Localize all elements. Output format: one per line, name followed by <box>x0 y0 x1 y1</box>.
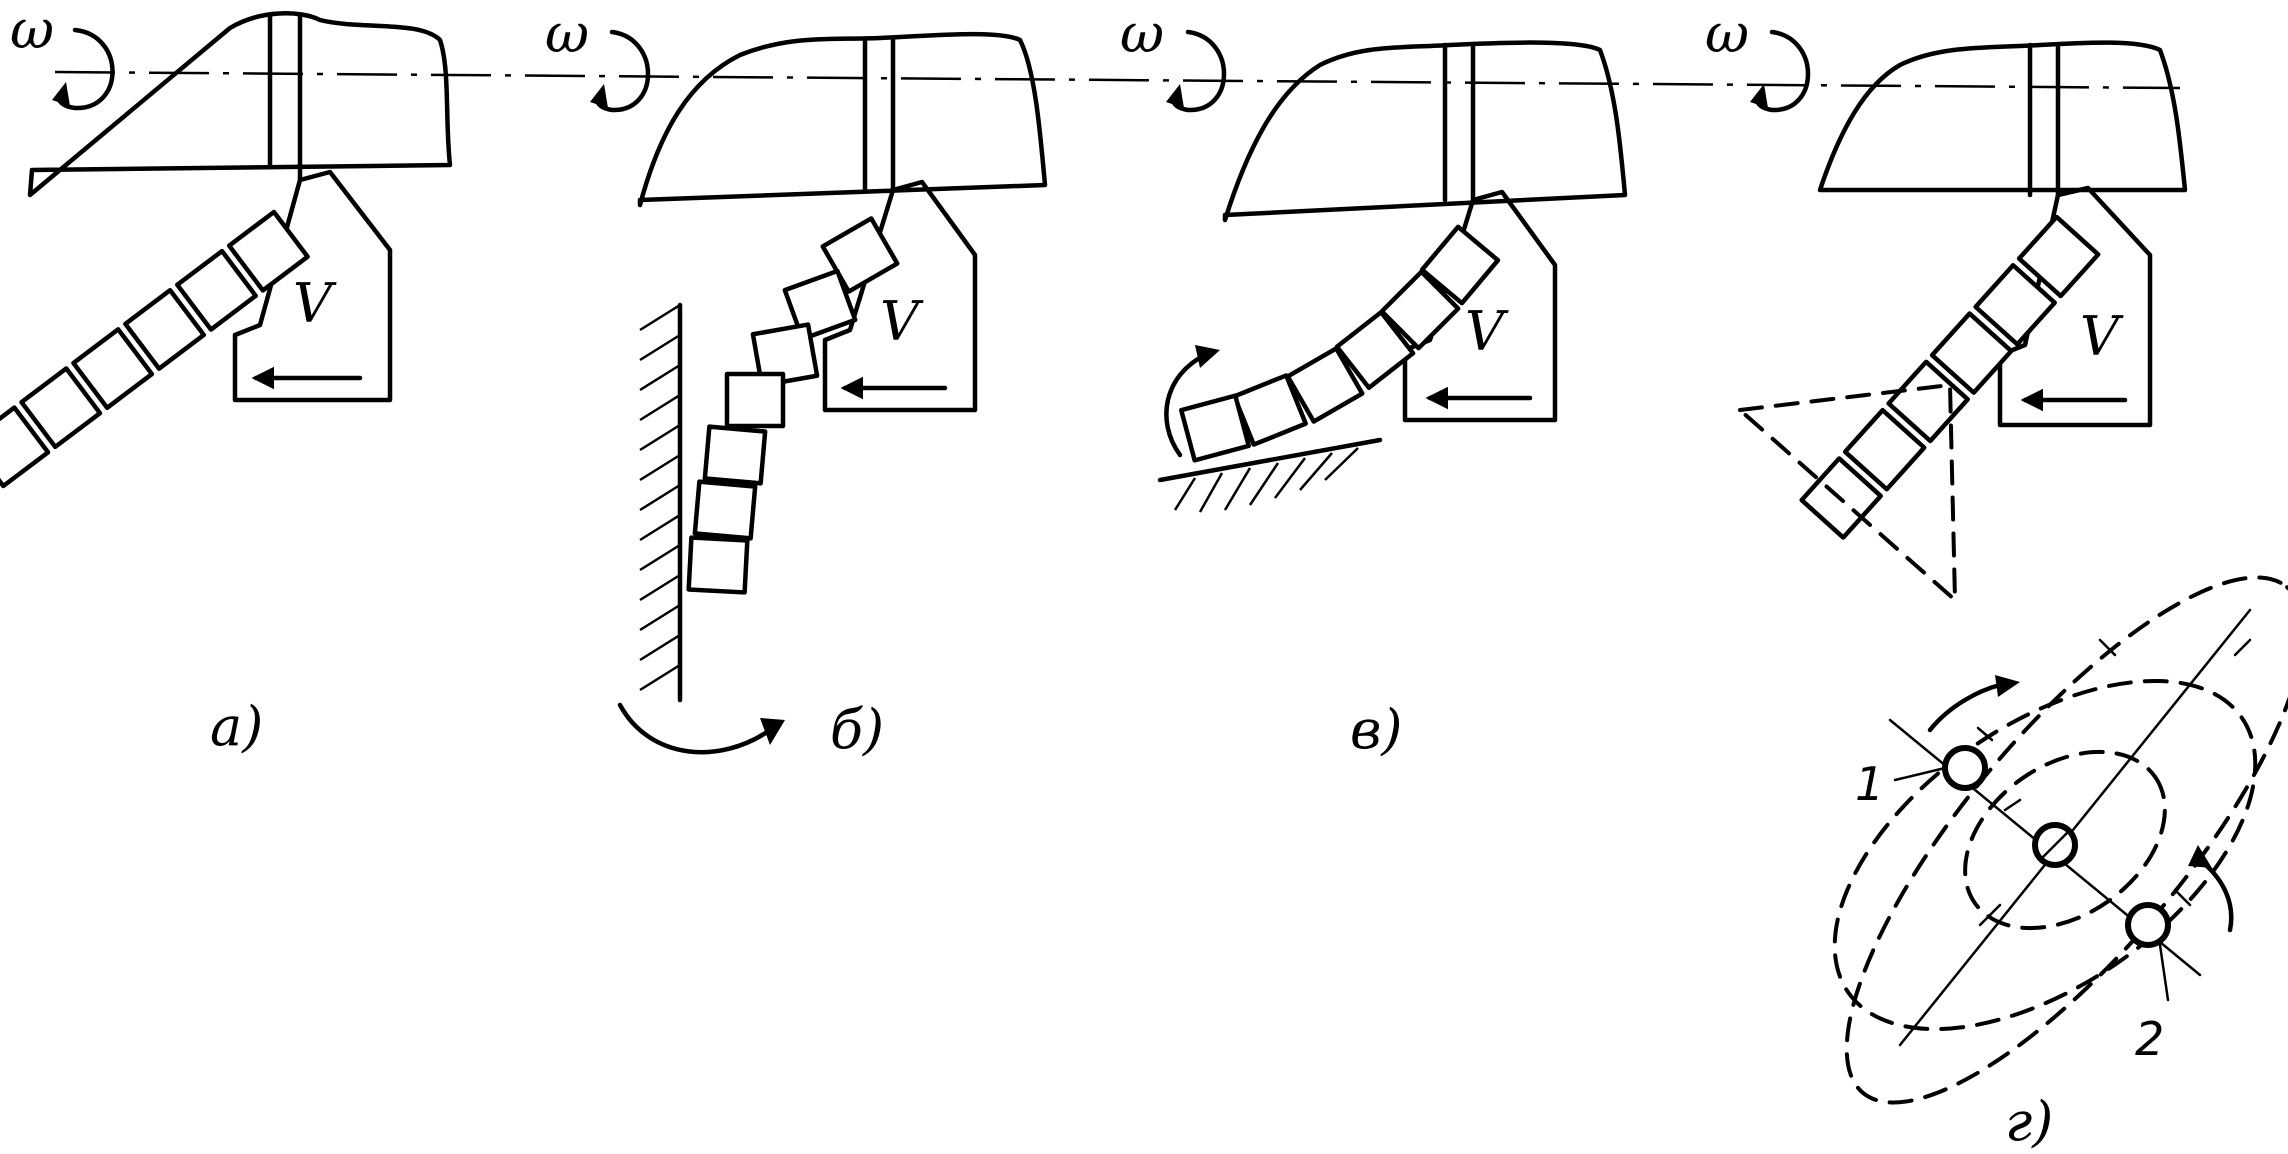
obstacle-hatching <box>639 303 681 692</box>
workpiece-shape <box>27 11 453 198</box>
chip-segment <box>1973 262 2057 347</box>
point-1-label: 1 <box>1855 757 1884 811</box>
chip-segment <box>1379 269 1461 351</box>
chip-segment <box>724 371 786 429</box>
inner-dashed-ellipse <box>1963 749 2167 931</box>
caption-a: а) <box>210 695 263 758</box>
outer-dashed-ellipse <box>1844 575 2288 1105</box>
chip-broken-surface <box>1178 224 1501 463</box>
rotation-arrowhead-lower-icon <box>2188 845 2212 868</box>
panel-a: ω V а) <box>0 0 453 758</box>
cutting-tool <box>1997 185 2153 428</box>
chip-segment <box>175 248 258 332</box>
rotation-detail-inset: 1 2 <box>1832 575 2288 1105</box>
chip-curl-arrowhead-icon <box>1195 345 1220 368</box>
chip-segment <box>226 209 310 293</box>
rotation-arrowhead-icon <box>1750 84 1768 108</box>
chip-segment <box>692 479 758 541</box>
caption-d: г) <box>2005 1090 2053 1153</box>
caption-b: б) <box>830 698 884 761</box>
chip-segment <box>123 287 207 371</box>
chip-segment <box>1419 224 1501 306</box>
omega-symbol: ω <box>545 2 589 65</box>
chip-segment <box>1842 407 1927 492</box>
velocity-label: V <box>1465 300 1509 363</box>
velocity-label: V <box>880 290 924 353</box>
surface-hatching <box>1173 447 1359 513</box>
inset-tick <box>2003 798 2022 812</box>
velocity-label: V <box>293 272 337 335</box>
chip-twisted <box>1799 214 2101 540</box>
panel-b: ω V <box>545 2 1048 761</box>
chip-segment <box>750 322 820 388</box>
panel-d: ω V <box>1705 2 2288 1153</box>
point-2-label: 2 <box>2135 1012 2164 1066</box>
center-cross-mark <box>2038 828 2072 862</box>
velocity-label: V <box>2080 305 2124 368</box>
chip-segment <box>71 327 155 411</box>
cutting-tool <box>232 169 393 403</box>
omega-symbol: ω <box>1120 2 1164 65</box>
rotation-arrowhead-icon <box>1166 84 1184 108</box>
chip-segment <box>1886 359 1970 444</box>
chip-rotation-arrow <box>617 702 773 755</box>
middle-dashed-ellipse <box>1832 678 2258 1032</box>
rotation-arrow-upper <box>1927 682 2003 733</box>
inset-axis-line <box>1898 608 2252 1047</box>
chip-segment <box>820 216 900 294</box>
chip-segment <box>686 535 750 595</box>
chip-segment <box>1285 346 1365 424</box>
omega-symbol: ω <box>1705 2 1749 65</box>
workpiece-shape <box>637 31 1048 208</box>
chip-curled-wall <box>686 216 900 595</box>
chip-segment <box>19 366 103 450</box>
workpiece-shape <box>1222 40 1628 223</box>
rotation-arrowhead-upper-icon <box>1995 675 2020 697</box>
inset-tick <box>2173 888 2192 907</box>
chip-rotation-arrowhead-icon <box>760 718 785 745</box>
chip-segment <box>2016 214 2101 299</box>
chip-segment <box>782 268 858 342</box>
inset-tick <box>2233 638 2252 657</box>
panel-c: ω V в) <box>1120 2 1628 761</box>
workpiece-shape <box>1817 40 2188 193</box>
rotation-arrowhead-icon <box>52 82 70 106</box>
chip-segment <box>702 424 768 486</box>
chip-curl-arrow <box>1164 352 1208 458</box>
obstacle-surface <box>1157 437 1383 483</box>
point-2-marker <box>2125 902 2171 948</box>
cutting-tool <box>822 179 978 413</box>
inset-tick <box>2098 638 2117 657</box>
leader-line-1 <box>1893 766 1947 782</box>
leader-line-2 <box>2158 943 2170 1002</box>
rotation-arrowhead-icon <box>590 84 608 108</box>
chip-segment <box>0 405 51 489</box>
chip-segment <box>1334 310 1416 390</box>
rotation-axis <box>54 70 2181 90</box>
caption-c: в) <box>1350 698 1403 761</box>
inset-tick <box>1978 903 2002 927</box>
chip-straight <box>0 209 310 489</box>
point-1-marker <box>1942 745 1988 791</box>
chip-segment <box>1178 393 1252 463</box>
omega-symbol: ω <box>10 0 54 61</box>
chip-segment <box>1929 311 2014 395</box>
